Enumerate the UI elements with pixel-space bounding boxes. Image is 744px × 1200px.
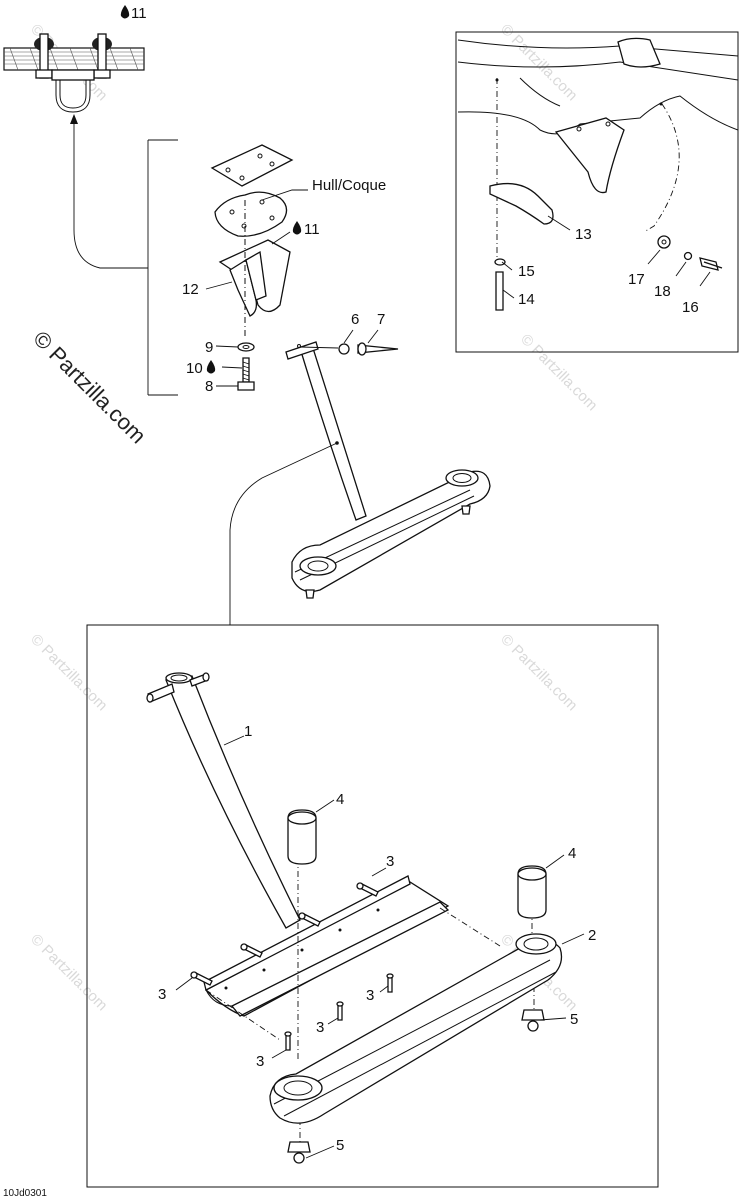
part-label-11: 11 [131, 5, 147, 22]
hull-label: Hull/Coque [312, 177, 386, 194]
part-label-8: 8 [205, 378, 213, 395]
hull-section-detail [3, 33, 145, 113]
part-label-13: 13 [575, 226, 592, 243]
part-label-17: 17 [628, 271, 645, 288]
part-label-16: 16 [682, 299, 699, 316]
hull-interior-inset [457, 37, 739, 311]
part-label-7: 7 [377, 311, 385, 328]
part-label-3: 3 [158, 986, 166, 1003]
stand-small [285, 341, 491, 599]
part-label-3: 3 [256, 1053, 264, 1070]
watermark: © Partzilla.com [517, 331, 600, 414]
watermark-group: © Partzilla.com © Partzilla.com © Partzi… [27, 21, 600, 1014]
detail-box [86, 624, 659, 1188]
part-label-3: 3 [386, 853, 394, 870]
part-label-10: 10 [186, 360, 203, 377]
bracket-assembly [210, 144, 294, 391]
inset-box [455, 31, 739, 353]
part-label-15: 15 [518, 263, 535, 280]
part-label-5: 5 [570, 1011, 578, 1028]
part-label-12: 12 [182, 281, 199, 298]
watermark: © Partzilla.com [497, 631, 580, 714]
watermark-main: © Partzilla.com [28, 326, 151, 449]
part-label-5: 5 [336, 1137, 344, 1154]
part-label-3: 3 [316, 1019, 324, 1036]
stand-leader [229, 442, 338, 625]
part-label-2: 2 [588, 927, 596, 944]
part-label-18: 18 [654, 283, 671, 300]
drop-icon [120, 5, 130, 19]
drop-icon [206, 360, 216, 374]
drop-icon [292, 221, 302, 235]
part-label-9: 9 [205, 339, 213, 356]
part-label-4: 4 [568, 845, 576, 862]
leader-hull [261, 189, 308, 201]
stand-exploded [146, 672, 563, 1164]
part-label-6: 6 [351, 311, 359, 328]
part-label-4: 4 [336, 791, 344, 808]
part-label-1: 1 [244, 723, 252, 740]
watermark: © Partzilla.com [27, 631, 110, 714]
figure-code: 10Jd0301 [3, 1188, 47, 1199]
detail-leader [73, 118, 178, 396]
watermark: © Partzilla.com [27, 931, 110, 1014]
part-label-3: 3 [366, 987, 374, 1004]
watermark: © Partzilla.com [497, 21, 580, 104]
part-label-11: 11 [304, 221, 320, 238]
part-label-14: 14 [518, 291, 535, 308]
